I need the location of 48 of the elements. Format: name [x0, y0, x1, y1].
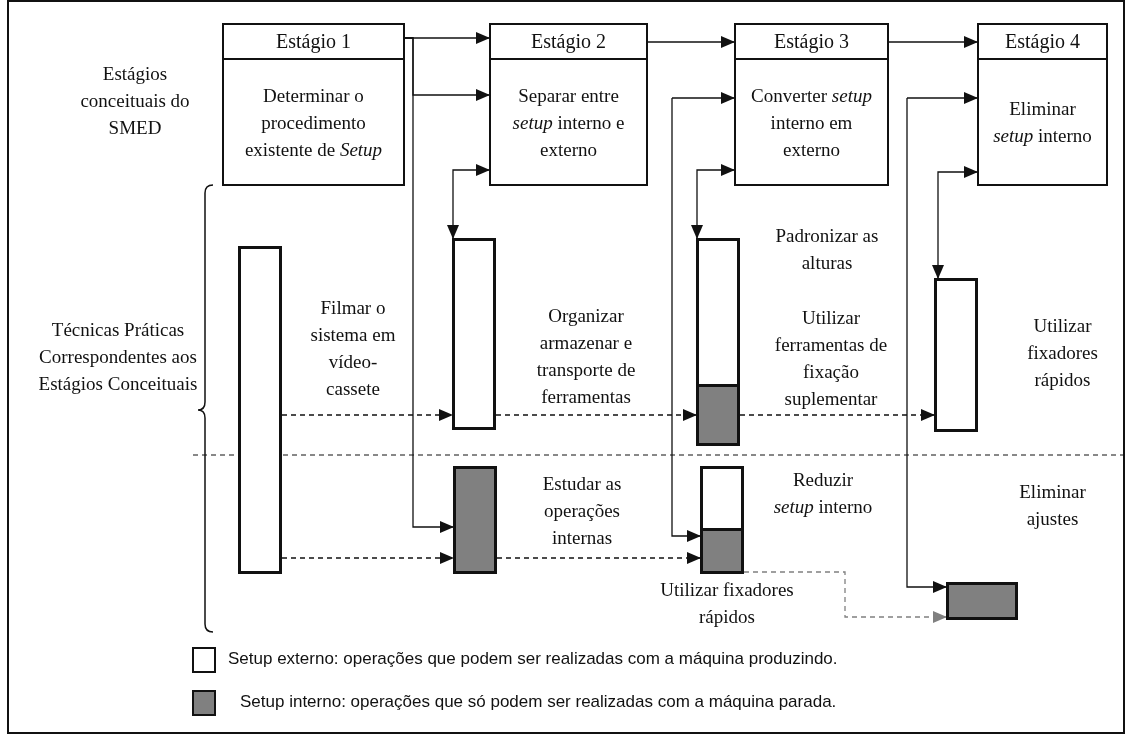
arrow	[691, 164, 735, 239]
technique-bar	[934, 278, 978, 432]
stage-description: Eliminar setup interno	[993, 97, 1092, 148]
stage-heading: Estágio 4	[1004, 29, 1081, 55]
technique-label: Utilizar fixadores rápidos	[659, 578, 795, 629]
dashed-arrow	[739, 409, 935, 421]
stage-heading: Estágio 3	[773, 29, 850, 55]
technique-bar	[453, 466, 497, 574]
arrow	[888, 36, 978, 48]
arrow	[932, 166, 978, 279]
arrow	[906, 92, 978, 104]
technique-label: Estudar as operações internas	[541, 472, 623, 550]
technique-label: Padronizar as alturas	[774, 224, 880, 275]
row-label: Estágios conceituais do SMED	[79, 62, 191, 140]
arrow	[647, 36, 735, 48]
arrow	[906, 97, 947, 593]
stage-description: Determinar o procedimento existente de Setup	[243, 83, 384, 162]
technique-label: Utilizar fixadores rápidos	[1026, 314, 1099, 392]
stage-box	[489, 23, 648, 186]
technique-label: Filmar o sistema em vídeo-cassete	[309, 296, 397, 401]
technique-label: Reduzir setup interno	[773, 468, 873, 519]
arrow	[671, 97, 701, 542]
legend-text: Setup externo: operações que podem ser realizadas com a máquina produzindo.	[228, 649, 838, 669]
arrow	[671, 92, 735, 104]
stage-heading: Estágio 1	[275, 29, 352, 55]
technique-bar	[452, 238, 496, 430]
arrow	[447, 164, 490, 239]
row-label: Técnicas Práticas Correspondentes aos Estágios Conceituais	[38, 318, 198, 396]
stage-box	[222, 23, 405, 186]
dashed-arrow	[495, 409, 697, 421]
dashed-arrow	[496, 552, 701, 564]
row-label: Eliminar ajustes	[1018, 480, 1087, 531]
stage-box	[977, 23, 1108, 186]
stage-box	[734, 23, 889, 186]
technique-label: Utilizar ferramentas de fixação suplementar	[773, 306, 889, 411]
stage-heading: Estágio 2	[530, 29, 607, 55]
technique-bar	[946, 582, 1018, 620]
legend-text: Setup interno: operações que só podem ser realizadas com a máquina parada.	[240, 692, 837, 712]
technique-bar	[238, 246, 282, 574]
dashed-arrow	[743, 571, 947, 623]
technique-bar	[700, 466, 744, 574]
dashed-arrow	[281, 552, 454, 564]
technique-bar	[696, 238, 740, 446]
technique-label: Organizar armazenar e transporte de ferramentas	[535, 304, 637, 409]
stage-description: Separar entre setup interno e externo	[511, 83, 626, 162]
arrow	[404, 37, 454, 533]
stage-description: Converter setup interno em externo	[750, 83, 873, 162]
dashed-arrow	[281, 409, 453, 421]
